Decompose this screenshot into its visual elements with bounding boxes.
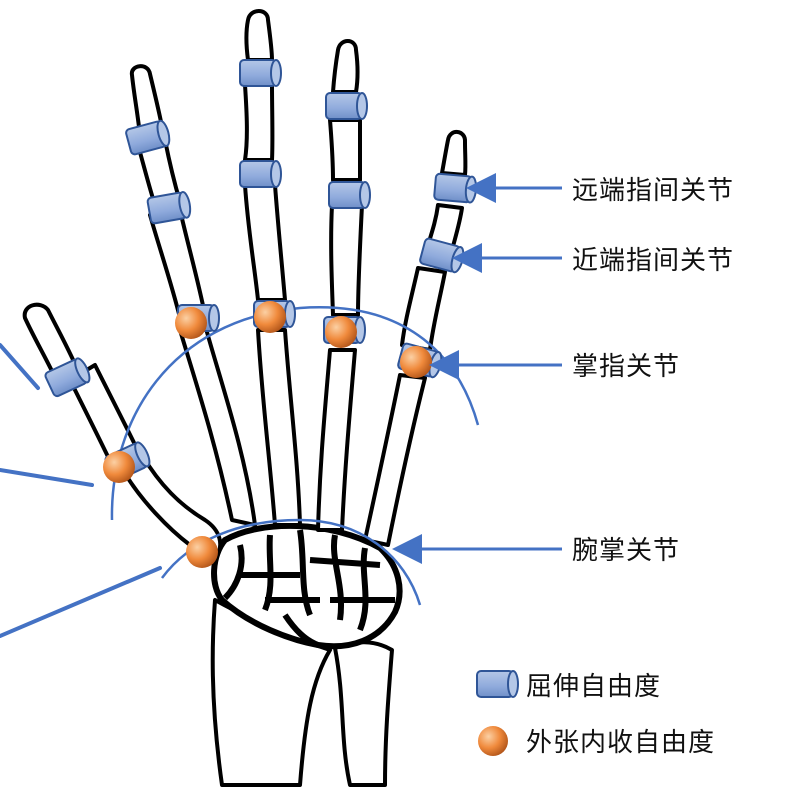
legend-flexion-cylinder-icon <box>477 671 518 697</box>
ring-distal-phalanx <box>333 41 358 92</box>
middle-distal-phalanx <box>247 11 273 60</box>
little-distal-phalanx <box>442 132 465 175</box>
index-metacarpal <box>180 325 255 525</box>
flexion-cylinder-icon <box>434 173 477 202</box>
ring-middle-phalanx <box>330 120 360 180</box>
little-metacarpal <box>365 375 425 545</box>
abduction-ball-icon <box>325 316 357 348</box>
dip-label: 远端指间关节 <box>572 170 734 207</box>
thumb-mcp-leader-line <box>0 470 92 485</box>
abduction-ball-icon <box>103 451 135 483</box>
pip-label: 近端指间关节 <box>572 240 734 277</box>
ring-metacarpal <box>318 350 355 530</box>
cmc-label: 腕掌关节 <box>572 530 680 567</box>
flexion-cylinder-icon <box>326 93 367 119</box>
abduction-ball-icon <box>186 536 218 568</box>
abduction-ball-icon <box>400 346 432 378</box>
legend-flexion-label: 屈伸自由度 <box>526 666 661 703</box>
thumb-ip-leader-line <box>0 345 38 388</box>
middle-metacarpal <box>258 330 300 525</box>
ulna-bone <box>335 642 392 785</box>
abduction-ball-icon <box>254 301 286 333</box>
flexion-cylinder-icon <box>240 60 281 86</box>
abduction-ball-icon <box>175 307 207 339</box>
thumb-cmc-leader-line <box>0 568 160 636</box>
flexion-cylinder-icon <box>240 161 281 187</box>
middle-middle-phalanx <box>245 85 272 160</box>
middle-finger <box>245 11 300 525</box>
middle-proximal-phalanx <box>245 185 285 300</box>
index-proximal-phalanx <box>150 210 205 318</box>
mcp-label: 掌指关节 <box>572 346 680 383</box>
flexion-cylinder-icon <box>329 182 370 208</box>
legend-abduction-ball-icon <box>478 726 508 756</box>
ring-proximal-phalanx <box>331 205 362 315</box>
legend-abduction-label: 外张内收自由度 <box>526 722 715 759</box>
